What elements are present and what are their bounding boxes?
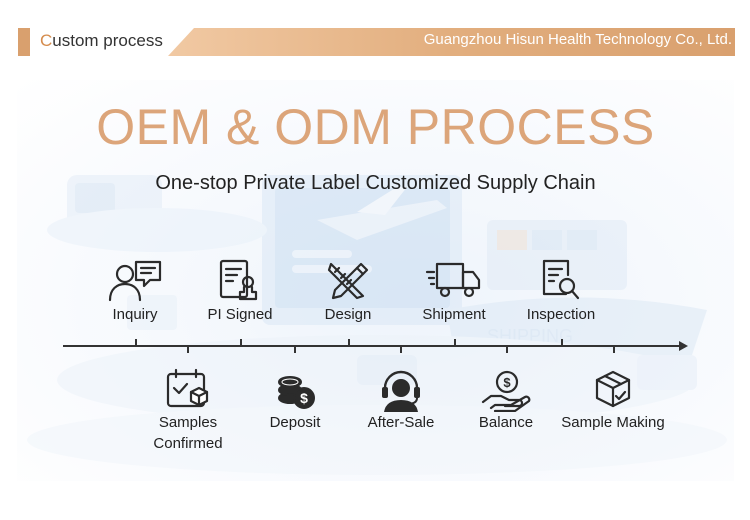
step-label: PI Signed <box>207 306 273 323</box>
balance-hand-icon: $ <box>481 370 531 412</box>
step-label: Balance <box>478 414 534 431</box>
step-deposit: $ Deposit <box>235 368 355 433</box>
company-name: Guangzhou Hisun Health Technology Co., L… <box>423 31 732 48</box>
timeline-tick <box>454 339 456 346</box>
design-icon <box>327 262 369 300</box>
truck-icon <box>425 262 481 298</box>
timeline-tick <box>187 346 189 353</box>
banner-title: OEM & ODM PROCESS <box>96 99 655 155</box>
step-samples-confirmed: Samples Confirmed <box>128 368 248 454</box>
inquiry-icon <box>108 260 162 302</box>
step-label: Sample Making <box>561 414 665 431</box>
svg-text:$: $ <box>503 375 511 390</box>
timeline-tick <box>561 339 563 346</box>
header-accent-bar <box>18 28 30 56</box>
section-title-rest: ustom process <box>52 31 163 50</box>
section-title-initial: C <box>40 31 53 50</box>
contract-icon <box>219 259 258 301</box>
timeline-tick <box>348 339 350 346</box>
step-balance: $ Balance <box>446 368 566 433</box>
step-inquiry: Inquiry <box>75 258 195 325</box>
header: Custom process Guangzhou Hisun Health Te… <box>0 0 750 60</box>
banner-subtitle: One-stop Private Label Customized Supply… <box>155 172 596 194</box>
timeline <box>63 345 683 347</box>
step-label: Samples Confirmed <box>153 414 223 452</box>
step-label: Design <box>324 306 372 323</box>
timeline-tick <box>240 339 242 346</box>
timeline-tick <box>613 346 615 353</box>
process-banner: SHIPPING OEM & ODM PROCESS One-stop Priv… <box>17 80 734 481</box>
timeline-arrow <box>679 341 688 351</box>
svg-text:$: $ <box>300 390 308 406</box>
coins-icon: $ <box>278 376 315 409</box>
timeline-tick <box>135 339 137 346</box>
headset-icon <box>382 370 420 412</box>
step-inspection: Inspection <box>501 258 621 325</box>
logistics-background: SHIPPING <box>27 175 727 475</box>
step-sample-making: Sample Making <box>553 368 673 433</box>
timeline-tick <box>294 346 296 353</box>
header-band <box>168 28 735 56</box>
timeline-tick <box>400 346 402 353</box>
step-label: After-Sale <box>367 414 435 431</box>
step-label: Inspection <box>526 306 596 323</box>
step-pi-signed: PI Signed <box>180 258 300 325</box>
inspection-icon <box>542 259 580 300</box>
step-design: Design <box>288 258 408 325</box>
timeline-tick <box>506 346 508 353</box>
section-title: Custom process <box>40 31 163 51</box>
step-label: Shipment <box>422 306 486 323</box>
step-shipment: Shipment <box>394 258 514 325</box>
step-label: Deposit <box>269 414 321 431</box>
samples-confirmed-icon <box>166 368 209 408</box>
step-after-sale: After-Sale <box>341 368 461 433</box>
step-label: Inquiry <box>112 306 158 323</box>
package-icon <box>595 370 631 408</box>
